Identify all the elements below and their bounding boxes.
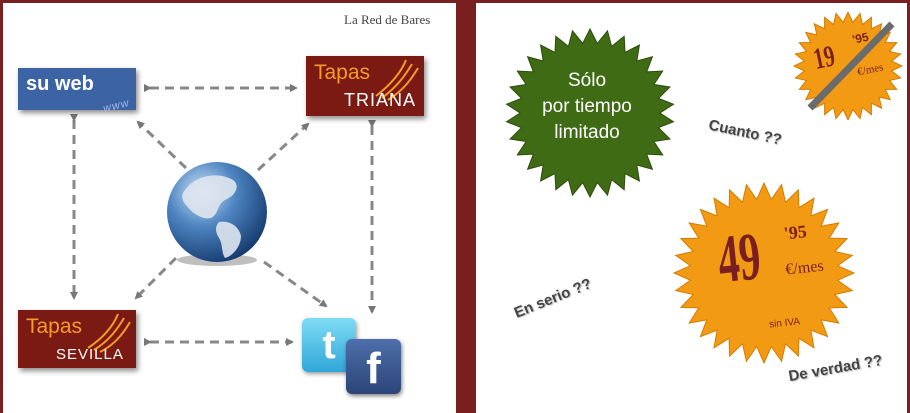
arrow-globe-social [263, 260, 328, 308]
green-starburst-badge [505, 28, 675, 198]
triana-bottom-label: TRIANA [344, 90, 417, 110]
old-price-cents: '95 [851, 29, 870, 47]
old-price-starburst [792, 12, 904, 120]
wheat-icon [87, 313, 131, 353]
new-price-unit: €/mes [784, 257, 825, 279]
su-web-logo[interactable]: su web www [18, 68, 136, 115]
old-price-amount: 19 [810, 39, 838, 77]
new-price-note: sin IVA [768, 316, 801, 331]
arrow-globe-suweb [136, 120, 188, 170]
strikethrough-line [807, 21, 895, 111]
triana-top-label: Tapas [314, 61, 371, 84]
new-price: 49 '95 €/mes sin IVA [686, 207, 858, 343]
new-price-amount: 49 [714, 217, 764, 298]
sevilla-bottom-label: SEVILLA [56, 346, 124, 363]
limited-time-line3: limitado [554, 122, 620, 143]
limited-time-text: Sólo por tiempo limitado [512, 68, 662, 146]
facebook-icon[interactable]: f [346, 339, 401, 394]
tapas-triana-logo[interactable]: Tapas TRIANA [306, 56, 424, 116]
arrow-globe-triana [256, 122, 310, 172]
limited-time-line1: Sólo [567, 70, 607, 91]
tapas-sevilla-logo[interactable]: Tapas SEVILLA [18, 310, 136, 368]
new-price-starburst [672, 182, 856, 364]
wheat-icon [375, 59, 419, 101]
arrow-globe-sevilla [134, 256, 178, 300]
new-price-cents: '95 [782, 221, 808, 244]
old-price-unit: €/mes [856, 61, 885, 79]
limited-time-line2: por tiempo [542, 96, 632, 117]
su-web-label: su web [26, 73, 94, 95]
sevilla-top-label: Tapas [26, 315, 83, 338]
tagline: La Red de Bares [344, 12, 431, 27]
globe-icon [163, 160, 271, 268]
panel-divider [456, 0, 476, 413]
social-icons[interactable]: t f [302, 318, 402, 394]
